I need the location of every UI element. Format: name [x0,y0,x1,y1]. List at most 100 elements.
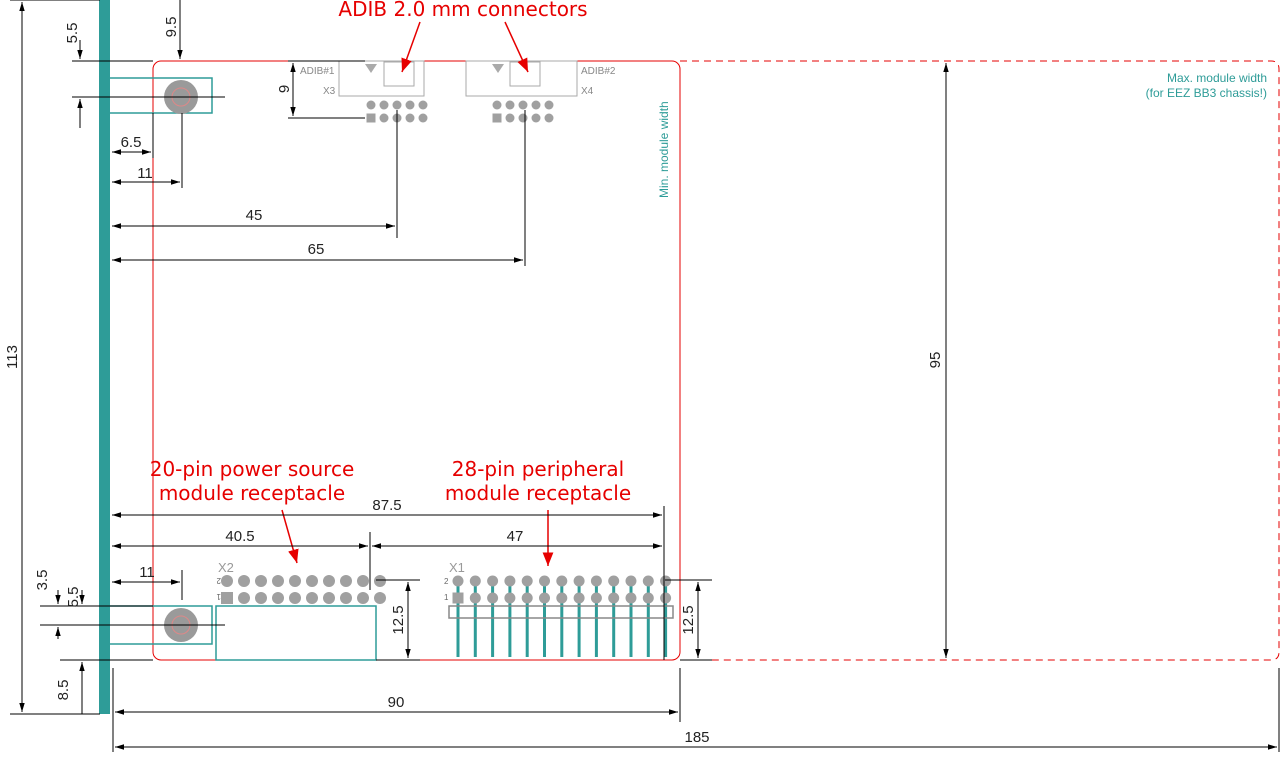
dim-9: 9 [276,85,293,93]
connector-pin [590,575,602,587]
dim-11-bottom: 11 [139,564,155,581]
connector-pin [660,592,672,604]
x2-label: X2 [218,560,234,575]
dim-113: 113 [4,345,21,369]
mounting-bracket-top [107,77,213,114]
connector-pin [374,592,386,604]
connector-pin [392,100,402,110]
connector-pin [306,575,318,587]
connector-pin [608,575,620,587]
x4-pins [492,100,554,123]
connector-pin [357,575,369,587]
connector-pin [340,575,352,587]
connector-pin [469,575,481,587]
connector-pin [556,575,568,587]
connector-pin [366,113,376,123]
connector-pin [221,592,233,604]
dim-47: 47 [507,528,524,545]
x2-pin2-label: 2 [216,576,221,585]
connector-pin [521,592,533,604]
connector-pin [518,100,528,110]
connector-pin [323,575,335,587]
connector-pin [518,113,528,123]
dimension-lines [10,0,1280,752]
x2-pins [221,575,386,604]
connector-pin [452,592,464,604]
connector-pin [642,592,654,604]
connector-pin [340,592,352,604]
connector-pin [418,100,428,110]
connector-pin [531,100,541,110]
adib2-connector [465,60,578,97]
connector-pin [272,592,284,604]
dim-185: 185 [684,729,709,746]
connector-pin [255,592,267,604]
adib1-connector [338,60,425,97]
connector-pin [469,592,481,604]
connector-pin [221,575,233,587]
connector-pin [272,575,284,587]
connector-pin [539,592,550,604]
x1-pin1-label: 1 [444,593,449,602]
connector-pin [452,575,464,587]
connector-pin [590,592,602,604]
connector-pin [379,100,389,110]
connector-pin [405,113,415,123]
connector-pin [492,100,502,110]
dim-8-5: 8.5 [55,680,72,701]
connector-pin [625,592,637,604]
power-annotation-line2: module receptacle [159,481,345,505]
max-width-label-2: (for EEZ BB3 chassis!) [1146,86,1267,100]
dim-90: 90 [388,694,405,711]
adib-annotation: ADIB 2.0 mm connectors [338,0,587,21]
x1-pin2-label: 2 [444,577,449,586]
x2-pin1-label: 1 [216,592,221,601]
connector-pin [487,592,499,604]
connector-pin [487,575,499,587]
connector-pin [323,592,335,604]
connector-pin [544,100,554,110]
connector-pin [505,100,515,110]
connector-pin [505,113,515,123]
x1-header-bar [448,605,674,619]
connector-pin [556,592,568,604]
connector-pin [374,575,386,587]
connector-pin [405,100,415,110]
max-width-label-1: Max. module width [1167,71,1267,85]
connector-pin [357,592,369,604]
connector-pin [255,575,267,587]
periph-annotation-line2: module receptacle [445,481,631,505]
connector-pin [608,592,620,604]
max-module-outline [680,60,1280,661]
connector-pin [573,575,585,587]
connector-pin [289,592,301,604]
dim-9-5: 9.5 [163,17,180,38]
dim-12-5-right: 12.5 [680,605,697,634]
dim-40-5: 40.5 [225,528,254,545]
x3-label: X3 [323,86,336,97]
connector-pin [504,592,516,604]
connector-pin [366,100,376,110]
dim-87-5: 87.5 [372,497,401,514]
x4-label: X4 [581,86,594,97]
connector-pin [289,575,301,587]
connector-pin [306,592,318,604]
front-panel [99,0,110,714]
power-annotation-line1: 20-pin power source [150,457,355,481]
x1-label: X1 [449,560,465,575]
connector-pin [573,592,585,604]
min-width-label: Min. module width [657,101,671,198]
dim-45: 45 [246,207,263,224]
periph-annotation-line1: 28-pin peripheral [452,457,624,481]
connector-pin [492,113,502,123]
connector-pin [642,575,654,587]
connector-pin [625,575,637,587]
connector-pin [521,575,533,587]
dim-95: 95 [927,352,944,369]
connector-pin [418,113,428,123]
adib1-label: ADIB#1 [300,66,335,77]
dim-3-5: 3.5 [34,570,51,591]
adib2-label: ADIB#2 [581,66,616,77]
connector-pin [238,575,250,587]
x1-pins [452,575,672,657]
